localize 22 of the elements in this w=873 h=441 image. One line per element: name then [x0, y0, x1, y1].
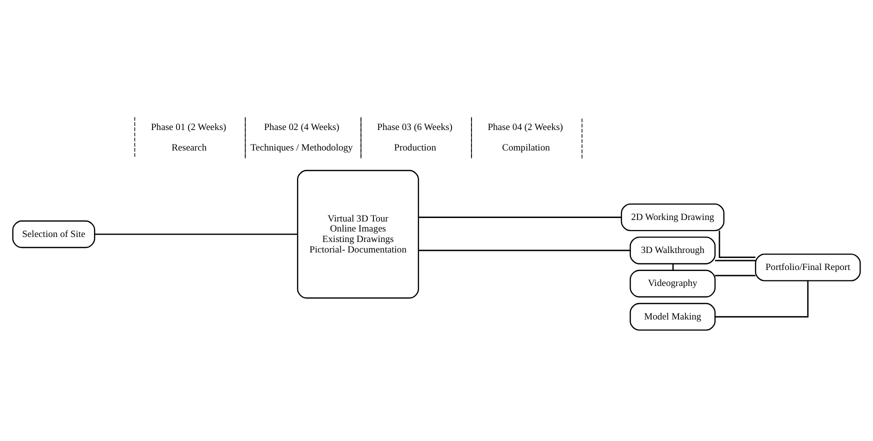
label: Production [394, 142, 436, 154]
label: Compilation [502, 142, 550, 154]
connector [715, 280, 809, 317]
label: Research [172, 142, 207, 154]
connector [715, 274, 756, 276]
connector [715, 259, 756, 261]
label: Phase 04 (2 Weeks) [488, 121, 563, 132]
node-box: Videography [630, 269, 716, 297]
node-box: Model Making [630, 302, 716, 330]
connector [418, 249, 630, 251]
label: Phase 02 (4 Weeks) [264, 121, 340, 132]
node-box: Portfolio/Final Report [754, 253, 861, 281]
label: Techniques / Methodology [250, 142, 353, 154]
label: Phase 03 (6 Weeks) [377, 121, 452, 132]
label: Phase 01 (2 Weeks) [150, 121, 226, 132]
node-box: Selection of Site [12, 220, 96, 248]
connector [718, 230, 756, 258]
node-box: 2D Working Drawing [620, 202, 724, 231]
connector [418, 216, 622, 218]
node-box: 3D Walkthrough [630, 236, 716, 264]
connector [94, 233, 298, 234]
node-box: Virtual 3D Tour Online Images Existing Drawings Pictorial- Documentation [297, 169, 420, 298]
